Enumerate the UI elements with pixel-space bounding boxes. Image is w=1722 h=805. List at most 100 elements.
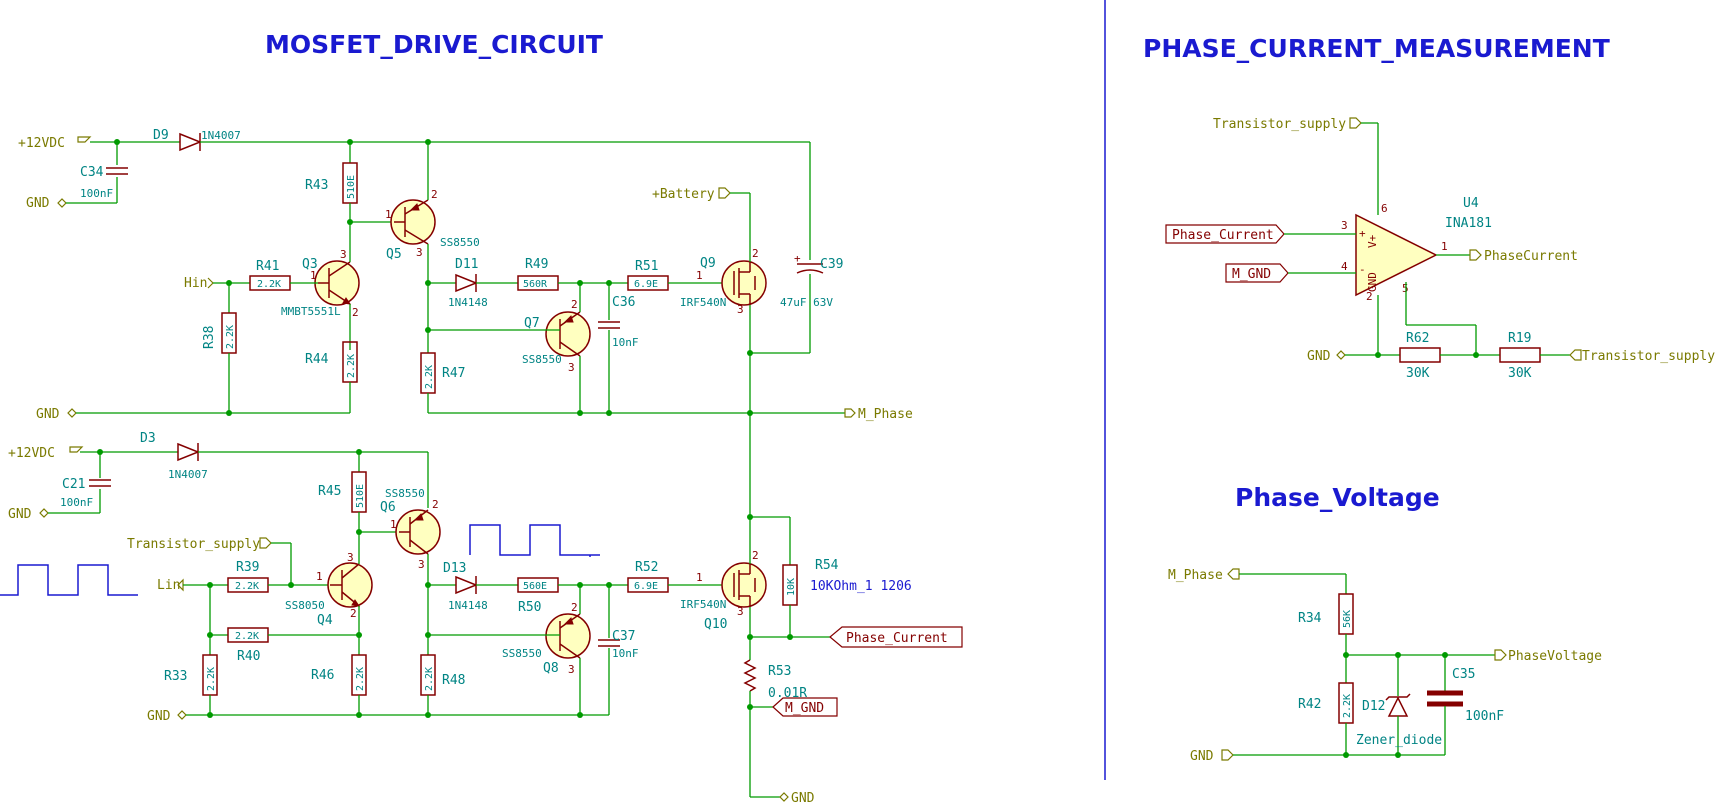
net-battery: +Battery — [652, 187, 715, 202]
svg-text:2: 2 — [432, 498, 439, 511]
transistor-Q6 — [395, 509, 441, 555]
svg-text:5: 5 — [1402, 282, 1409, 295]
net-12v-bot: +12VDC — [8, 446, 55, 461]
ref-R40: R40 — [237, 649, 260, 664]
ref-R52: R52 — [635, 560, 658, 575]
svg-text:510E: 510E — [355, 484, 366, 508]
ref-U4: U4 — [1463, 196, 1479, 211]
opamp-U4 — [1355, 213, 1438, 297]
waveform-high-side — [469, 524, 600, 557]
resistor-R19 — [1499, 347, 1541, 363]
val-Q5: SS8550 — [440, 236, 480, 249]
val-Q9: IRF540N — [680, 296, 726, 309]
val-C36: 10nF — [612, 336, 639, 349]
val-Q6: SS8550 — [385, 487, 425, 500]
net-tr-supply-a: Transistor_supply — [127, 537, 260, 552]
label-flag — [77, 136, 92, 143]
val-C21: 100nF — [60, 496, 93, 509]
svg-text:2.2K: 2.2K — [346, 354, 357, 378]
ref-C39: C39 — [820, 257, 843, 272]
zener-D12 — [1387, 696, 1409, 717]
svg-text:3: 3 — [568, 361, 575, 374]
net-m-phase-out: M_Phase — [858, 407, 913, 422]
ref-C37: C37 — [612, 629, 635, 644]
ref-R45: R45 — [318, 484, 341, 499]
svg-text:2: 2 — [752, 247, 759, 260]
val-R53: 0.01R — [768, 686, 807, 701]
title-voltage: Phase_Voltage — [1235, 483, 1440, 512]
svg-text:2.2K: 2.2K — [206, 667, 217, 691]
svg-text:1: 1 — [385, 208, 392, 221]
ref-Q9: Q9 — [700, 256, 716, 271]
svg-text:1: 1 — [390, 518, 397, 531]
svg-text:1: 1 — [696, 269, 703, 282]
svg-text:510E: 510E — [346, 175, 357, 199]
net-hin: Hin — [184, 276, 207, 291]
val-C35: 100nF — [1465, 709, 1504, 724]
svg-text:M_GND: M_GND — [1232, 267, 1271, 282]
waveform-low-side — [0, 564, 138, 596]
svg-text:10K: 10K — [786, 578, 797, 596]
ref-Q6: Q6 — [380, 500, 396, 515]
val-R62: 30K — [1406, 366, 1430, 381]
ref-Q10: Q10 — [704, 617, 727, 632]
val-Q8: SS8550 — [502, 647, 542, 660]
ref-R43: R43 — [305, 178, 328, 193]
current-measurement: Transistor_supply 6 U4 INA181 + - GND V+… — [1165, 117, 1715, 381]
title-measure: PHASE_CURRENT_MEASUREMENT — [1143, 34, 1610, 63]
svg-text:1: 1 — [696, 571, 703, 584]
net-tr-supply-b: Transistor_supply — [1213, 117, 1346, 132]
ref-R62: R62 — [1406, 331, 1429, 346]
svg-text:2.2K: 2.2K — [355, 667, 366, 691]
net-gnd-meas: GND — [1307, 349, 1331, 364]
net-m-phase-in: M_Phase — [1168, 568, 1223, 583]
val-D3: 1N4007 — [168, 468, 208, 481]
svg-text:+: + — [1359, 227, 1366, 240]
ref-R49: R49 — [525, 257, 548, 272]
val-Q4: SS8050 — [285, 599, 325, 612]
ref-R39: R39 — [236, 560, 259, 575]
svg-text:-: - — [1359, 263, 1366, 276]
svg-text:2: 2 — [1366, 290, 1373, 303]
ref-D11: D11 — [455, 257, 478, 272]
svg-text:2.2K: 2.2K — [225, 325, 236, 349]
svg-text:1: 1 — [310, 269, 317, 282]
svg-text:3: 3 — [418, 558, 425, 571]
svg-text:Phase_Current: Phase_Current — [846, 631, 948, 646]
svg-text:2: 2 — [350, 607, 357, 620]
ref-R34: R34 — [1298, 611, 1322, 626]
ref-R42: R42 — [1298, 697, 1321, 712]
transistor-Q5 — [390, 199, 436, 245]
ref-R54: R54 — [815, 558, 839, 573]
svg-text:3: 3 — [416, 246, 423, 259]
svg-text:1: 1 — [316, 570, 323, 583]
svg-text:1: 1 — [1441, 240, 1448, 253]
svg-text:2: 2 — [571, 601, 578, 614]
svg-text:GND: GND — [1366, 272, 1379, 292]
val-D12: Zener_diode — [1356, 733, 1442, 748]
val-D11: 1N4148 — [448, 296, 488, 309]
svg-text:2.2K: 2.2K — [235, 631, 259, 642]
ref-C34: C34 — [80, 165, 104, 180]
ref-Q4: Q4 — [317, 613, 333, 628]
net-12v-top: +12VDC — [18, 136, 65, 151]
ref-R19: R19 — [1508, 331, 1531, 346]
svg-text:M_GND: M_GND — [785, 701, 824, 716]
ref-R50: R50 — [518, 600, 541, 615]
net-gnd-volt: GND — [1190, 749, 1214, 764]
low-side-driver: +12VDC C21 100nF GND D3 1N4007 510E R45 — [0, 431, 963, 805]
val-Q10: IRF540N — [680, 598, 726, 611]
svg-text:2.2K: 2.2K — [424, 365, 435, 389]
svg-text:2.2K: 2.2K — [1342, 694, 1353, 718]
svg-text:56K: 56K — [1342, 610, 1353, 628]
val-D9: 1N4007 — [201, 129, 241, 142]
ref-R51: R51 — [635, 259, 658, 274]
transistor-Q4 — [327, 562, 373, 608]
svg-text:4: 4 — [1341, 260, 1348, 273]
svg-text:2: 2 — [752, 549, 759, 562]
transistor-Q8 — [545, 613, 591, 659]
net-gnd-5: GND — [791, 791, 815, 805]
net-phase-voltage-out: PhaseVoltage — [1508, 649, 1602, 664]
svg-text:3: 3 — [347, 551, 354, 564]
